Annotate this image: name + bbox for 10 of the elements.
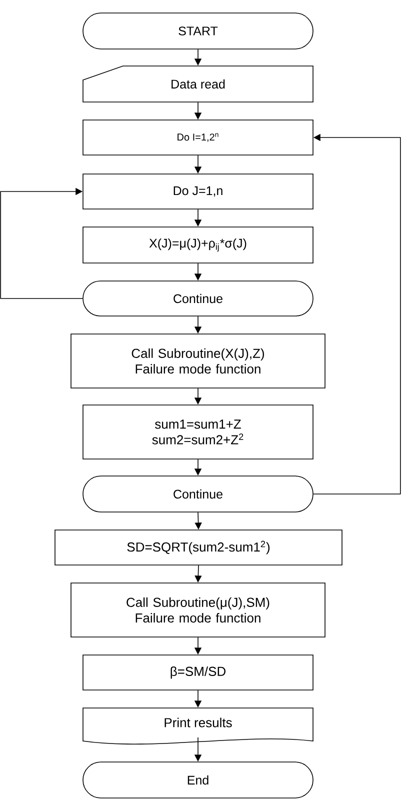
process-box: SD=SQRT(sum2-sum1$^{2}$) (54, 530, 342, 566)
process-box: X(J)=μ(J)+ρ$_{ij}$*σ(J) (82, 226, 314, 264)
process-box: β=SM/SD (82, 654, 314, 690)
arrow (0, 188, 83, 299)
input-box: Data read (82, 66, 314, 102)
process-box: Call Subroutine(X(J),Z) Failure mode function (70, 334, 326, 388)
process-box: Do J=1,n (82, 174, 314, 210)
process-box: sum1=sum1+Z sum2=sum2+Z$^{2}$ (82, 404, 314, 460)
process-box: Do I=1,2$^{n}$ (82, 120, 314, 156)
process-box: Call Subroutine(μ(J),SM) Failure mode function (70, 582, 326, 638)
